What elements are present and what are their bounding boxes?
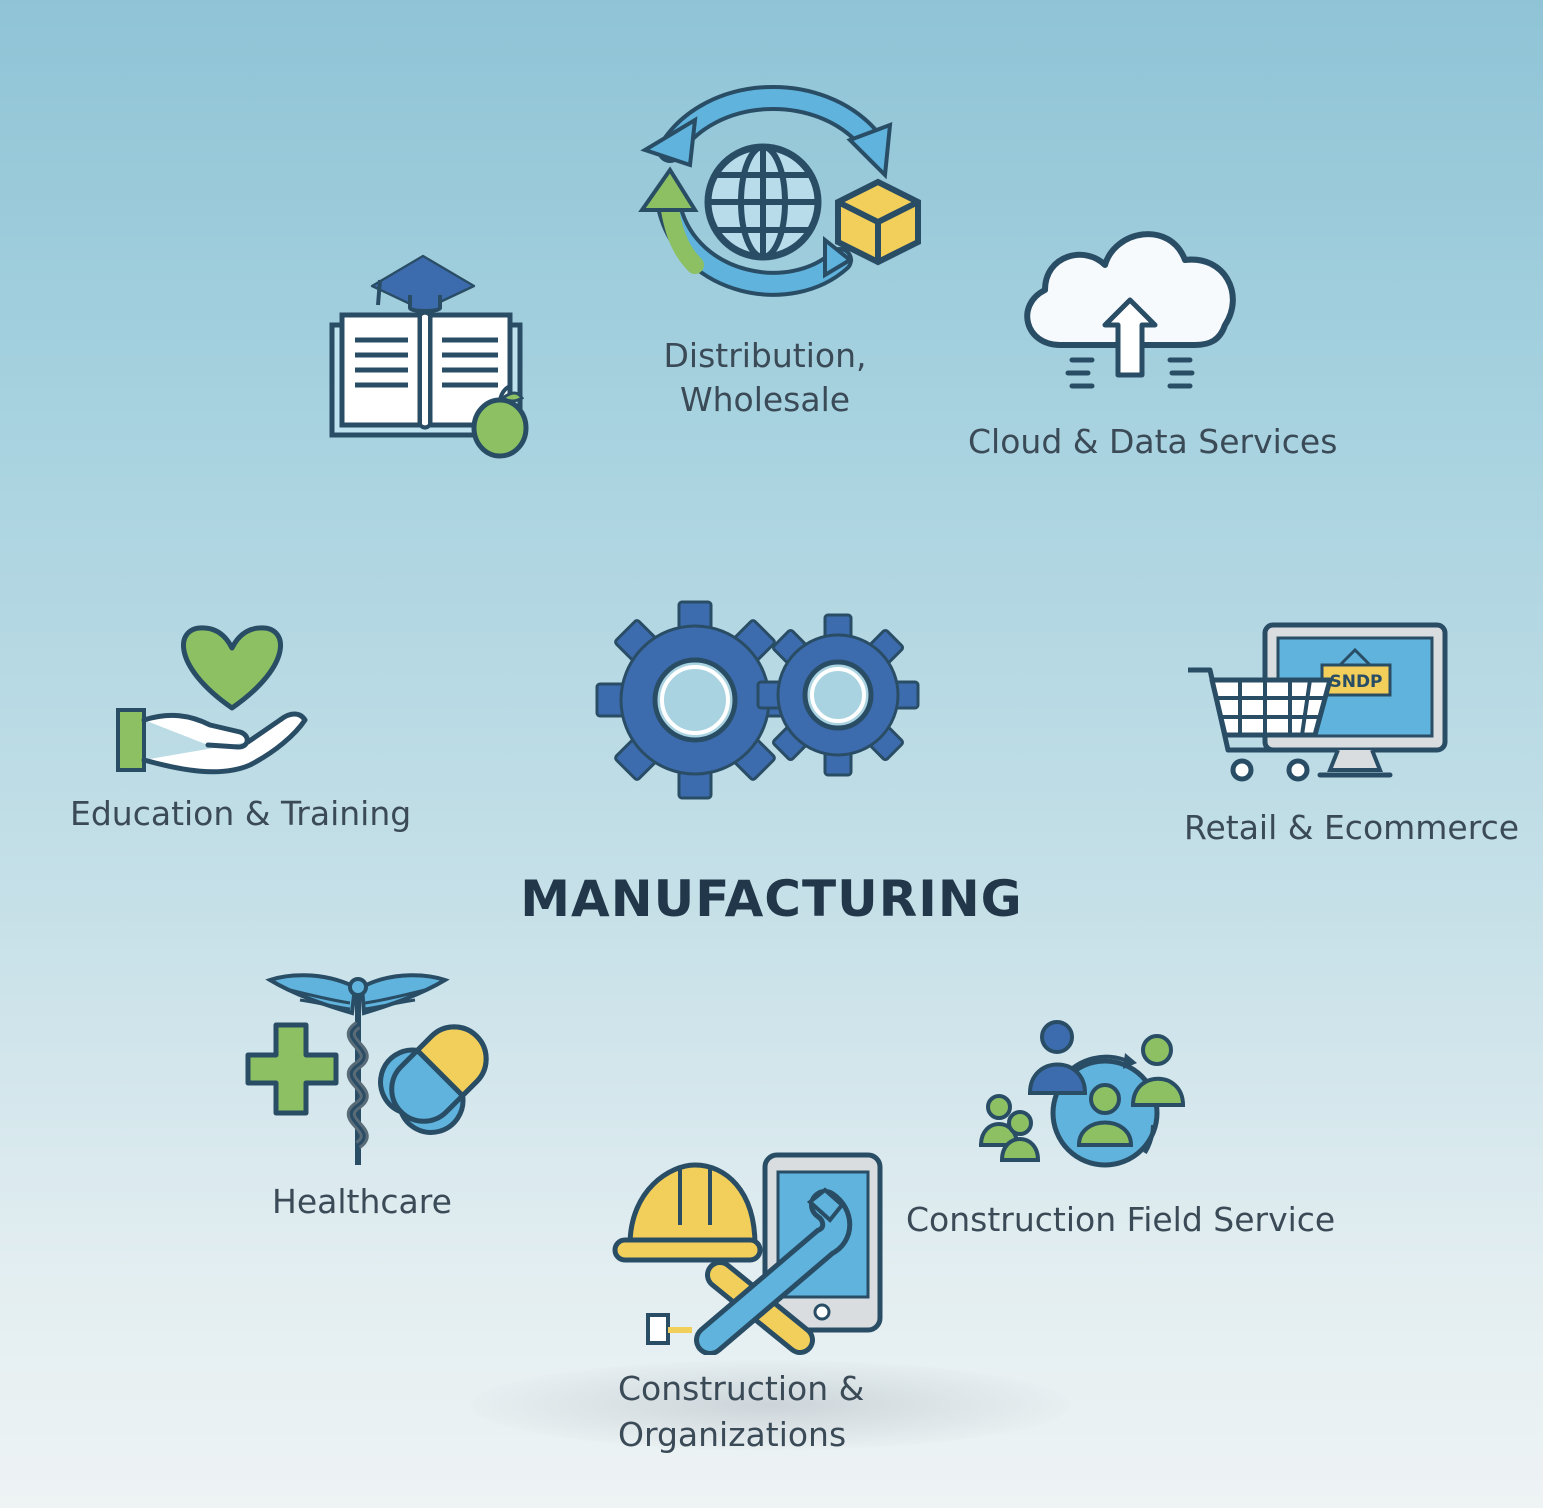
cloud-upload-icon <box>1024 231 1236 389</box>
distribution-label-line2: Wholesale <box>679 380 851 419</box>
heart-hand-icon <box>116 625 308 775</box>
cart-monitor-icon: SNDP <box>1188 622 1448 782</box>
ground-shadow <box>470 1360 1070 1450</box>
people-network-icon <box>978 1020 1186 1168</box>
distribution-label-line1: Distribution, <box>663 336 867 375</box>
retail-label: Retail & Ecommerce <box>1184 808 1520 847</box>
healthcare-label: Healthcare <box>272 1182 452 1221</box>
globe-cycle-icon <box>638 84 921 297</box>
education-label: Education & Training <box>70 794 412 833</box>
retail-sign-text: SNDP <box>1329 672 1382 692</box>
graduation-book-icon <box>329 254 529 459</box>
page-title: MANUFACTURING <box>520 870 1023 928</box>
gears-icon <box>595 600 920 800</box>
distribution-label: Distribution, Wholesale <box>620 334 910 422</box>
construction-label: Construction & Organizations <box>618 1366 864 1458</box>
hardhat-tools-icon <box>612 1152 883 1355</box>
cloud-label: Cloud & Data Services <box>968 422 1338 461</box>
construction-label-line2: Organizations <box>618 1415 847 1454</box>
field-service-label: Construction Field Service <box>906 1200 1336 1239</box>
construction-label-line1: Construction & <box>618 1369 865 1408</box>
caduceus-icon <box>245 973 489 1165</box>
